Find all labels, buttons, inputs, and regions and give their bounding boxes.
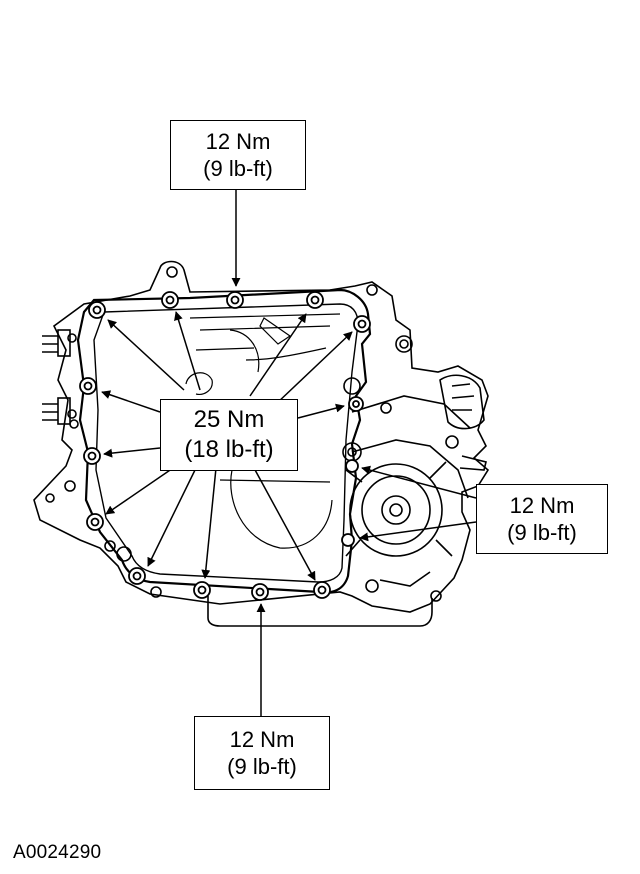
callout-bottom-lbft: (9 lb-ft) [227, 754, 297, 779]
transaxle-housing [33, 260, 490, 627]
bolt-top-center [226, 291, 244, 309]
callout-top-lbft: (9 lb-ft) [203, 156, 273, 181]
bolt-top-right [306, 291, 324, 309]
bolt-bottom-3 [313, 581, 331, 599]
callout-top-nm: 12 Nm [205, 128, 271, 154]
bolt-right-2 [341, 533, 355, 547]
torque-callout-center: 25 Nm (18 lb-ft) [160, 399, 298, 471]
torque-callout-right: 12 Nm (9 lb-ft) [476, 484, 608, 554]
oil-pan [76, 288, 372, 594]
bolt-corner-upper-right [353, 315, 371, 333]
callout-center-lbft: (18 lb-ft) [184, 436, 274, 463]
bolt-left-1 [79, 377, 97, 395]
bolt-top-left [161, 291, 179, 309]
bolt-corner-upper-left [88, 301, 106, 319]
bolt-left-2 [83, 447, 101, 465]
torque-callout-bottom: 12 Nm (9 lb-ft) [194, 716, 330, 790]
pan-bolts [79, 291, 371, 601]
figure-reference-code: A0024290 [13, 842, 102, 863]
bolt-bottom-2 [251, 583, 269, 601]
bolt-right-mid [348, 396, 364, 412]
bolt-bottom-1 [193, 581, 211, 599]
bolt-bottom-left [128, 567, 146, 585]
callout-bottom-nm: 12 Nm [229, 726, 295, 752]
leader-arrows [101, 188, 477, 716]
bolt-left-3 [86, 513, 104, 531]
callout-right-nm: 12 Nm [509, 492, 575, 518]
callout-right-lbft: (9 lb-ft) [507, 520, 577, 545]
torque-callout-top: 12 Nm (9 lb-ft) [170, 120, 306, 190]
bolt-right-1 [345, 459, 359, 473]
callout-center-nm: 25 Nm [193, 406, 265, 433]
